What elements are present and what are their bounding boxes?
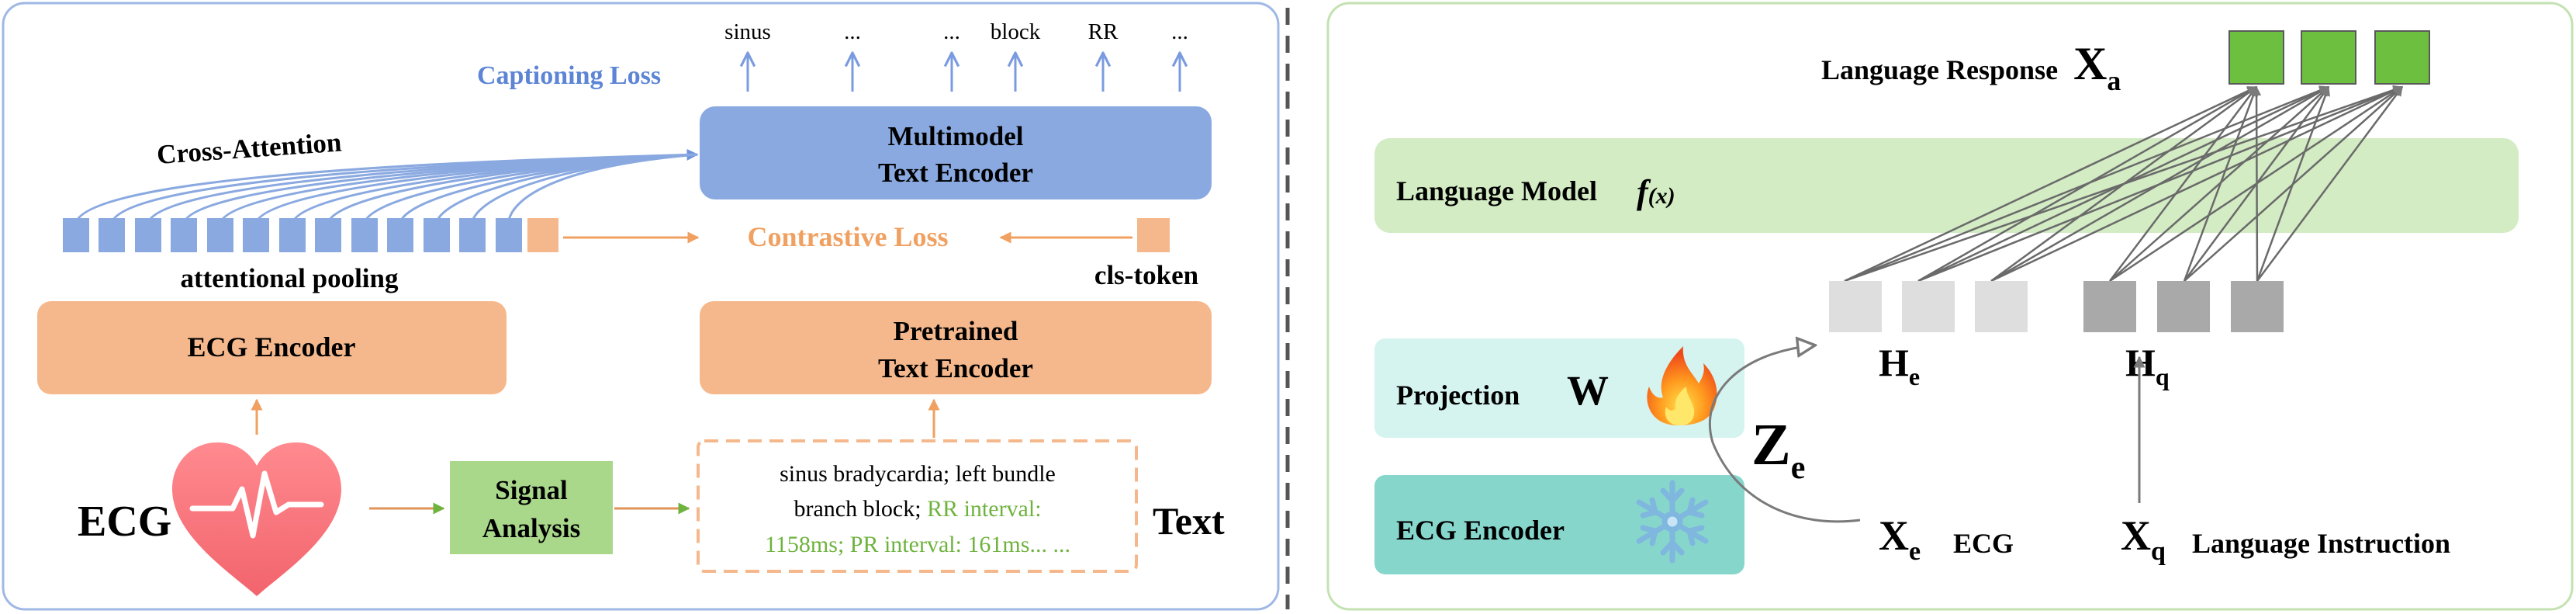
projection-label: Projection bbox=[1396, 380, 1520, 411]
xa-symbol: Xa bbox=[2073, 38, 2121, 96]
text-cls-token bbox=[1137, 218, 1170, 252]
report-line2: branch block; RR interval: bbox=[794, 496, 1041, 522]
language-instruction-label: Language Instruction bbox=[2192, 528, 2450, 559]
report-line3: 1158ms; PR interval: 161ms... ... bbox=[765, 532, 1070, 557]
ze-symbol: Ze bbox=[1751, 412, 1805, 486]
signal-analysis-line1: Signal bbox=[495, 475, 568, 505]
output-token-sinus: sinus bbox=[724, 19, 771, 44]
attentional-pooling-tokens bbox=[63, 218, 522, 252]
language-response-label: Language Response bbox=[1821, 54, 2058, 85]
response-tokens bbox=[2228, 30, 2430, 85]
xq-symbol: Xq bbox=[2121, 512, 2166, 566]
w-symbol: W bbox=[1567, 367, 1609, 414]
output-tokens: sinus ... ... block RR ... bbox=[724, 19, 1188, 44]
cross-attention-curves bbox=[74, 148, 699, 227]
he-symbol: He bbox=[1879, 341, 1920, 390]
output-token-ellipsis: ... bbox=[943, 19, 960, 44]
ecg-encoder-right-label: ECG Encoder bbox=[1396, 515, 1565, 546]
xe-symbol: Xe bbox=[1879, 512, 1921, 566]
multimodel-text-encoder-line2: Text Encoder bbox=[878, 158, 1033, 188]
lm-connections bbox=[1844, 85, 2404, 283]
f-of-x-symbol: f(x) bbox=[1637, 173, 1675, 211]
output-token-block: block bbox=[991, 19, 1041, 44]
signal-analysis-line2: Analysis bbox=[482, 513, 580, 543]
ecg-label: ECG bbox=[78, 498, 171, 546]
report-box bbox=[697, 439, 1138, 573]
hq-tokens bbox=[2083, 281, 2284, 332]
ecg-cls-token bbox=[527, 218, 558, 252]
ecg-encoder-label: ECG Encoder bbox=[187, 331, 355, 363]
report-line2-black: branch block; bbox=[794, 496, 921, 522]
attentional-pooling-label: attentional pooling bbox=[180, 263, 399, 293]
fire-icon bbox=[1647, 346, 1717, 425]
ecg-encoder-box bbox=[37, 301, 507, 394]
report-line1: sinus bradycardia; left bundle bbox=[780, 461, 1056, 487]
language-model-box bbox=[1374, 138, 2519, 233]
he-tokens bbox=[1829, 281, 2028, 332]
signal-analysis-box bbox=[450, 461, 613, 554]
heart-icon bbox=[172, 442, 341, 596]
cls-token-label: cls-token bbox=[1094, 260, 1198, 290]
report-line2-green: RR interval: bbox=[927, 496, 1041, 522]
multimodel-text-encoder-box bbox=[700, 106, 1212, 199]
output-token-rr: RR bbox=[1088, 19, 1119, 44]
output-token-ellipsis: ... bbox=[844, 19, 861, 44]
ze-curve-arrow bbox=[1708, 345, 1861, 523]
pretrained-text-encoder-line2: Text Encoder bbox=[878, 353, 1033, 383]
captioning-loss-label: Captioning Loss bbox=[477, 61, 661, 90]
xe-ecg-label: ECG bbox=[1953, 528, 2014, 559]
text-label: Text bbox=[1153, 499, 1225, 543]
output-token-ellipsis: ... bbox=[1171, 19, 1188, 44]
multimodel-text-encoder-line1: Multimodel bbox=[888, 121, 1024, 151]
output-arrows bbox=[748, 53, 1180, 92]
snowflake-icon bbox=[1636, 480, 1709, 564]
contrastive-loss-label: Contrastive Loss bbox=[748, 221, 949, 252]
pretrained-text-encoder-box bbox=[700, 301, 1212, 394]
language-model-label: Language Model bbox=[1396, 175, 1597, 206]
pretrained-text-encoder-line1: Pretrained bbox=[894, 316, 1018, 346]
